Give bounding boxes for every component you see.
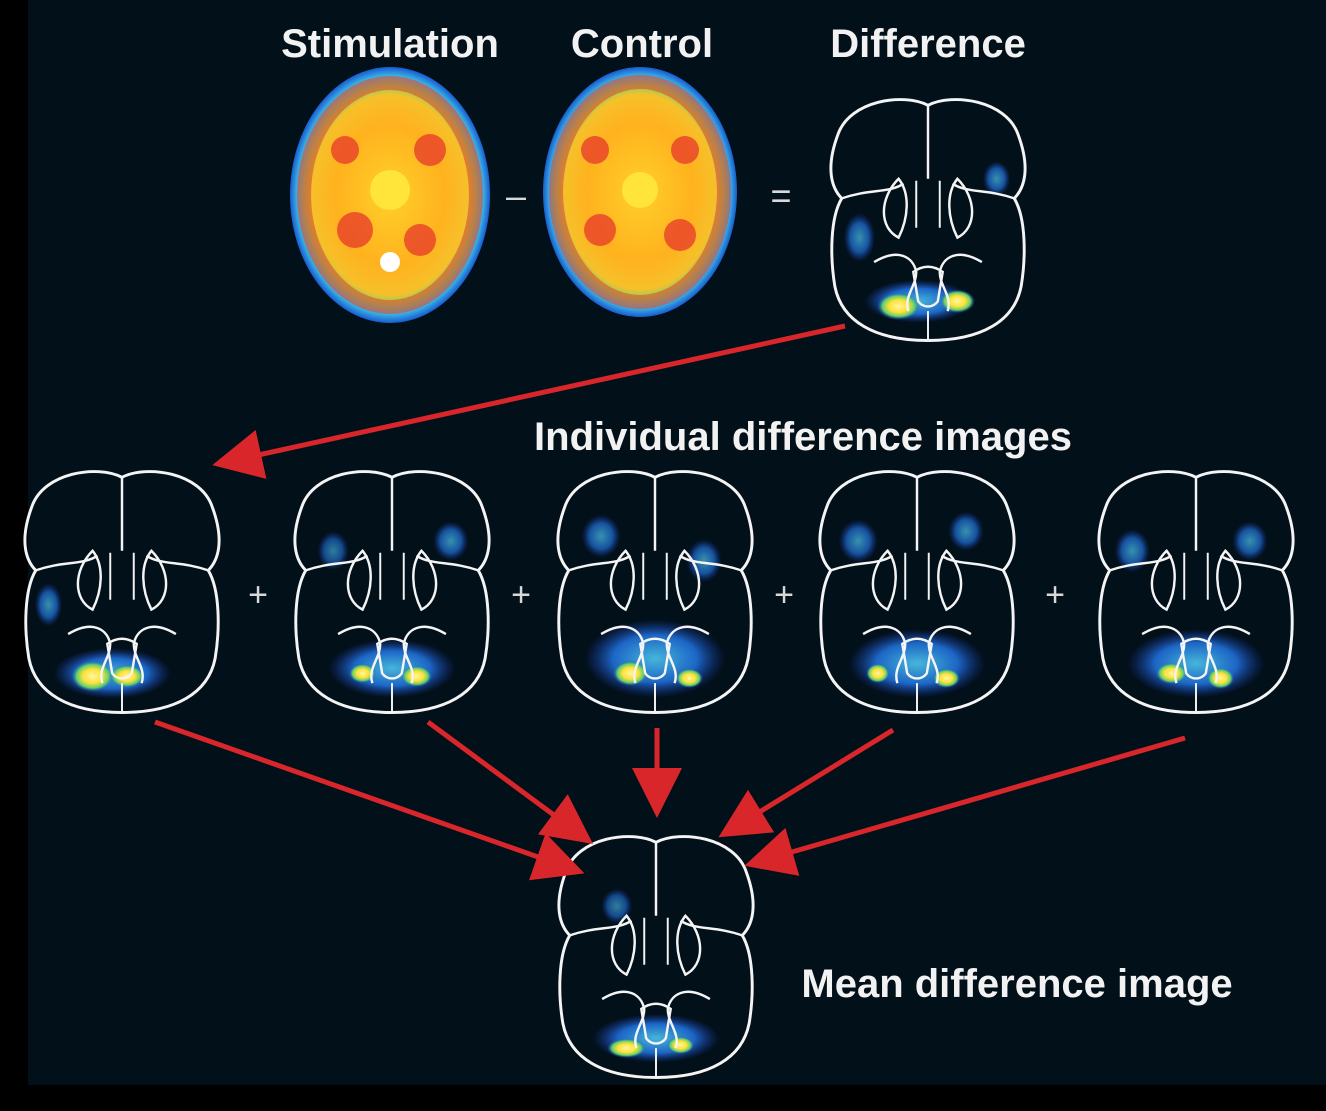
control-pet-scan-icon [543, 67, 737, 317]
bottom-border [0, 1085, 1326, 1111]
stimulation-pet-scan-icon [290, 67, 490, 323]
plus-operator-4: + [1045, 576, 1065, 614]
individual-difference-images-label: Individual difference images [534, 415, 1072, 459]
plus-operator-3: + [774, 576, 794, 614]
left-border [0, 0, 28, 1111]
plus-operator-1: + [248, 576, 268, 614]
plus-operator-2: + [511, 576, 531, 614]
mean-difference-image-label: Mean difference image [801, 962, 1232, 1006]
difference-label: Difference [830, 22, 1026, 66]
control-label: Control [571, 22, 713, 66]
minus-operator: – [506, 175, 526, 216]
stimulation-label: Stimulation [281, 22, 499, 66]
equals-operator: = [770, 175, 791, 216]
